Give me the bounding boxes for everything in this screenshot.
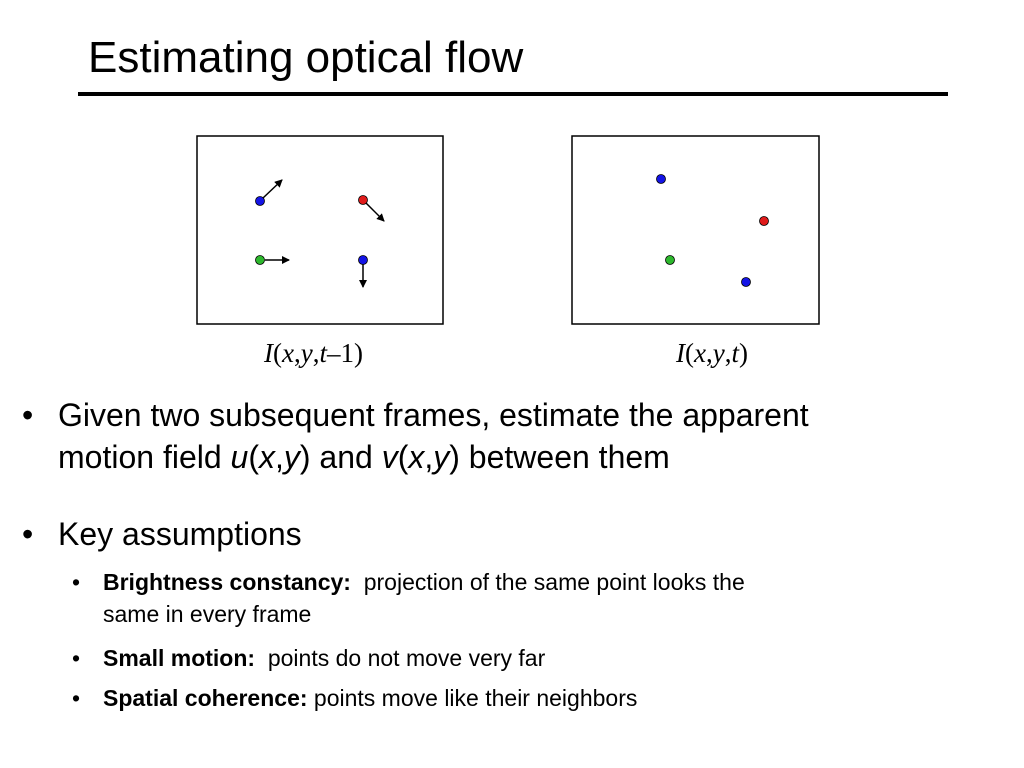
point-red — [358, 195, 368, 205]
sub-bullet-text-line: Spatial coherence: points move like thei… — [103, 685, 638, 711]
sub-bullet-text-line: Brightness constancy: projection of the … — [103, 569, 745, 595]
motion-arrow — [365, 202, 385, 222]
slide-title: Estimating optical flow — [88, 33, 524, 82]
sub-bullet-item: • Spatial coherence: points move like th… — [72, 682, 638, 714]
frame-t — [571, 135, 820, 325]
point-green — [665, 255, 675, 265]
sub-bullet-label: Spatial coherence: — [103, 685, 308, 711]
bullet-marker: • — [72, 569, 81, 595]
bullet-marker: • — [72, 645, 81, 671]
point-blue — [358, 255, 368, 265]
point-red — [759, 216, 769, 226]
point-green — [255, 255, 265, 265]
sub-bullet-item: • Small motion: points do not move very … — [72, 642, 546, 674]
point-blue — [656, 174, 666, 184]
bullet-text-line: motion field u(x,y) and v(x,y) between t… — [58, 439, 670, 475]
point-blue — [741, 277, 751, 287]
bullet-item: • Key assumptions — [22, 513, 302, 555]
bullet-marker: • — [22, 516, 34, 552]
motion-arrow — [262, 179, 283, 199]
bullet-text-line: Key assumptions — [58, 516, 302, 552]
bullet-text-line: Given two subsequent frames, estimate th… — [58, 397, 809, 433]
sub-bullet-text-line: same in every frame — [103, 601, 312, 627]
sub-bullet-text-line: Small motion: points do not move very fa… — [103, 645, 546, 671]
frame-caption-t: I(x,y,t) — [676, 338, 748, 368]
bullet-marker: • — [72, 685, 81, 711]
sub-bullet-label: Brightness constancy: — [103, 569, 351, 595]
bullet-marker: • — [22, 397, 34, 433]
motion-arrows — [262, 179, 385, 288]
frame-t-minus-1 — [196, 135, 444, 325]
frame-caption-t-minus-1: I(x,y,t–1) — [264, 338, 363, 368]
title-underline — [78, 92, 948, 96]
optical-flow-figure — [196, 135, 820, 325]
point-blue — [255, 196, 265, 206]
bullet-item: • Given two subsequent frames, estimate … — [22, 394, 809, 478]
sub-bullet-item: • Brightness constancy: projection of th… — [72, 566, 745, 630]
sub-bullet-label: Small motion: — [103, 645, 256, 671]
